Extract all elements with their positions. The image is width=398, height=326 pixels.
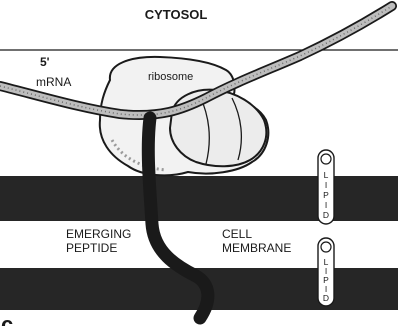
mrna-label: mRNA — [36, 75, 71, 89]
lipid-letter: I — [325, 200, 327, 210]
ribosome-small-subunit — [170, 90, 266, 167]
lipid-letter: I — [325, 180, 327, 190]
lipid-letter: P — [323, 190, 329, 200]
membrane-label-line1: CELL — [222, 227, 252, 241]
membrane-label-line2: MEMBRANE — [222, 241, 291, 255]
lipid-letter: D — [323, 293, 329, 303]
ribosome-label: ribosome — [148, 71, 193, 83]
lipid-molecule-upper: L I P I D — [318, 150, 334, 224]
membrane-upper-bar — [0, 176, 398, 221]
lipid-letter: L — [324, 170, 329, 180]
panel-letter: c — [1, 312, 13, 326]
five-prime-label: 5' — [40, 55, 50, 69]
lipid-molecule-lower: L I P I D — [318, 238, 334, 306]
peptide-label-line1: EMERGING — [66, 227, 131, 241]
lipid-letter: D — [323, 210, 329, 220]
cytosol-label: CYTOSOL — [145, 7, 208, 22]
peptide-label-line2: PEPTIDE — [66, 241, 117, 255]
